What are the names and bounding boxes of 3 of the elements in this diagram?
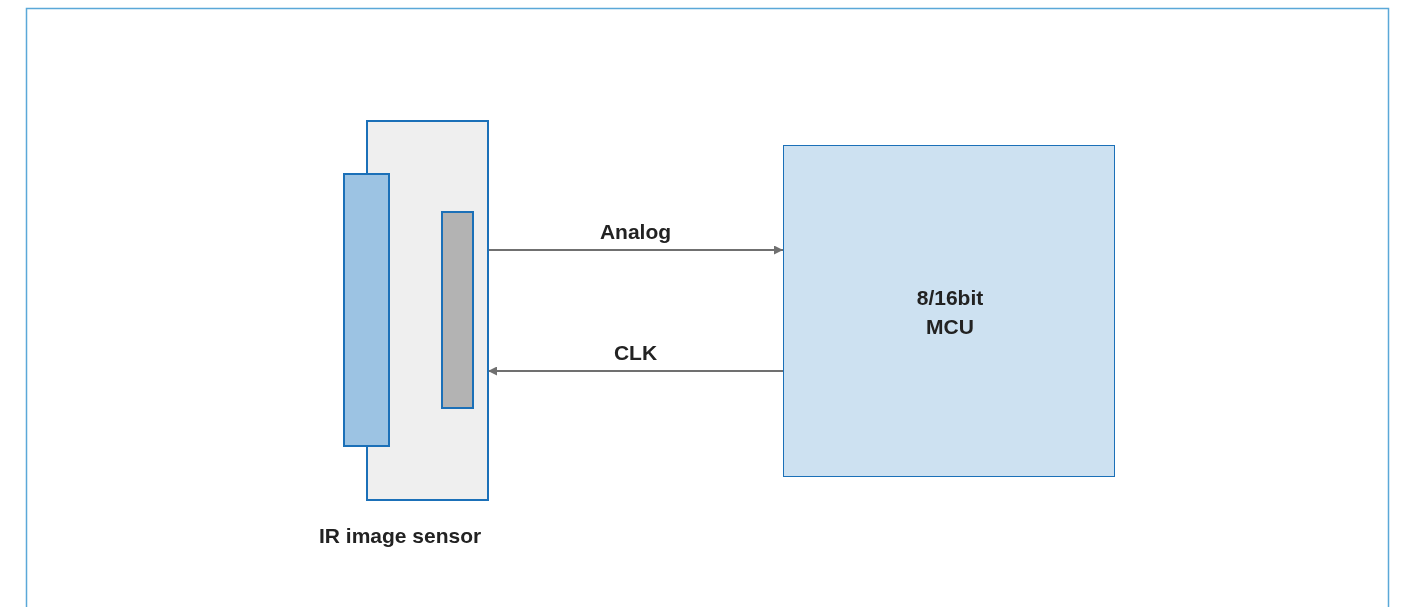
mcu-label: 8/16bit MCU [915, 285, 985, 340]
sensor-label: IR image sensor [319, 524, 482, 548]
mcu-box [783, 145, 1115, 477]
